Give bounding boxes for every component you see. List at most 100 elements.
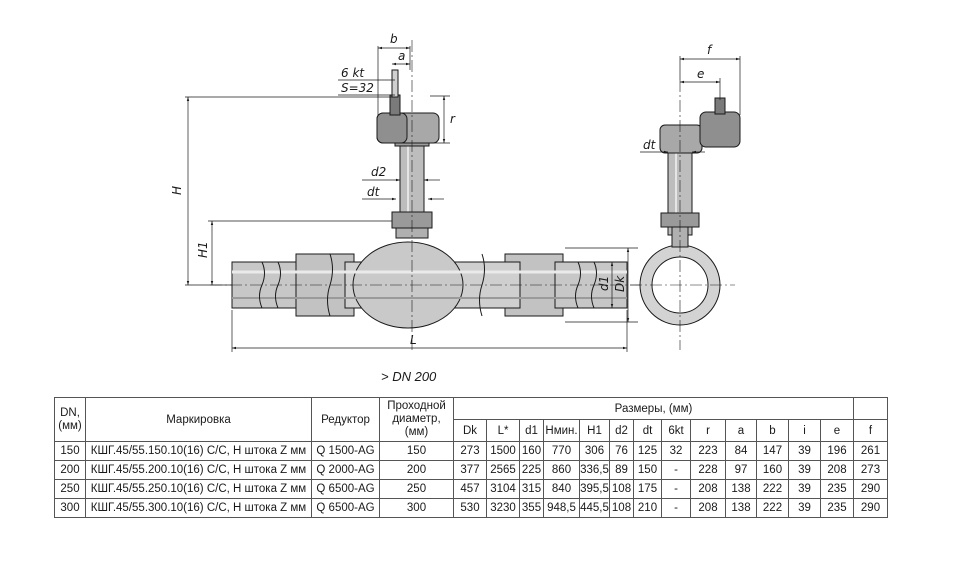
- cell-dim-12: 196: [820, 441, 854, 461]
- cell-dim-1: 3104: [486, 479, 520, 499]
- cell-dim-6: 210: [633, 498, 662, 518]
- cell-reducer: Q 6500-AG: [311, 498, 380, 518]
- cell-dn: 150: [54, 441, 86, 461]
- cell-marking: КШГ.45/55.250.10(16) С/С, Н штока Z мм: [85, 479, 312, 499]
- cell-dim-3: 770: [543, 441, 580, 461]
- cell-marking: КШГ.45/55.200.10(16) С/С, Н штока Z мм: [85, 460, 312, 480]
- cell-dim-7: -: [661, 479, 691, 499]
- cell-bore: 300: [379, 498, 454, 518]
- cell-dim-0: 530: [453, 498, 487, 518]
- table-row: 250 КШГ.45/55.250.10(16) С/С, Н штока Z м…: [54, 479, 888, 499]
- cell-reducer: Q 1500-AG: [311, 441, 380, 461]
- cell-dim-8: 208: [690, 498, 726, 518]
- side-dimension-labels: f e dt: [643, 43, 713, 152]
- cell-dim-10: 222: [756, 479, 789, 499]
- cell-dim-4: 445,5: [579, 498, 610, 518]
- cell-dim-5: 108: [609, 498, 634, 518]
- cell-dim-10: 147: [756, 441, 789, 461]
- header-row-1: DN, (мм) Маркировка Редуктор Проходной д…: [54, 397, 888, 442]
- dim-b: b: [390, 32, 398, 46]
- cell-dim-2: 355: [519, 498, 544, 518]
- header-reducer: Редуктор: [311, 397, 380, 442]
- dim-s32: S=32: [341, 81, 374, 95]
- cell-dim-13: 290: [853, 498, 888, 518]
- cell-dim-7: 32: [661, 441, 691, 461]
- cell-dim-3: 948,5: [543, 498, 580, 518]
- cell-dim-13: 273: [853, 460, 888, 480]
- header-marking: Маркировка: [85, 397, 312, 442]
- cell-dim-5: 76: [609, 441, 634, 461]
- cell-bore: 200: [379, 460, 454, 480]
- cell-reducer: Q 2000-AG: [311, 460, 380, 480]
- dim-d2: d2: [371, 165, 386, 179]
- header-dim-2: d1: [519, 419, 544, 442]
- dim-L: L: [410, 333, 417, 347]
- cell-dim-4: 336,5: [579, 460, 610, 480]
- cell-dim-0: 377: [453, 460, 487, 480]
- cell-reducer: Q 6500-AG: [311, 479, 380, 499]
- header-dim-5: d2: [609, 419, 634, 442]
- cell-dim-10: 160: [756, 460, 789, 480]
- dim-6kt: 6 kt: [341, 66, 365, 80]
- header-dim-11: i: [788, 419, 821, 442]
- front-dimensions: [185, 46, 638, 352]
- gearbox: [376, 69, 440, 144]
- cell-bore: 250: [379, 479, 454, 499]
- cell-dim-12: 235: [820, 479, 854, 499]
- cell-dim-8: 223: [690, 441, 726, 461]
- cell-dim-11: 39: [788, 441, 821, 461]
- cell-dim-6: 125: [633, 441, 662, 461]
- cell-dim-0: 273: [453, 441, 487, 461]
- cell-dim-0: 457: [453, 479, 487, 499]
- cell-dim-9: 84: [725, 441, 757, 461]
- cell-dim-10: 222: [756, 498, 789, 518]
- cell-marking: КШГ.45/55.150.10(16) С/С, Н штока Z мм: [85, 441, 312, 461]
- header-dim-7: 6kt: [661, 419, 691, 442]
- cell-dim-5: 108: [609, 479, 634, 499]
- header-dim-4: H1: [579, 419, 610, 442]
- cell-dim-11: 39: [788, 460, 821, 480]
- dim-d1: d1: [597, 276, 611, 291]
- header-dim-9: a: [725, 419, 757, 442]
- header-bore: Проходной диаметр, (мм): [379, 397, 454, 442]
- cell-dim-3: 860: [543, 460, 580, 480]
- cell-dn: 300: [54, 498, 86, 518]
- front-dimension-labels: b a 6 kt S=32 r H H1 d2 dt d1 Dk L: [170, 32, 627, 347]
- cell-dim-7: -: [661, 460, 691, 480]
- cell-dim-6: 150: [633, 460, 662, 480]
- cell-dim-11: 39: [788, 479, 821, 499]
- header-dim-1: L*: [486, 419, 520, 442]
- header-dim-6: dt: [633, 419, 662, 442]
- dim-Dk: Dk: [613, 275, 627, 292]
- header-dim-3: Hмин.: [543, 419, 580, 442]
- dim-H: H: [170, 186, 184, 195]
- header-dim-12: e: [820, 419, 854, 442]
- cell-dim-8: 228: [690, 460, 726, 480]
- cell-dim-4: 306: [579, 441, 610, 461]
- cell-dim-1: 1500: [486, 441, 520, 461]
- cell-dim-11: 39: [788, 498, 821, 518]
- header-dn: DN, (мм): [54, 397, 86, 442]
- dim-a: a: [398, 49, 405, 63]
- header-dim-8: r: [690, 419, 726, 442]
- cell-dim-2: 160: [519, 441, 544, 461]
- header-dim-0: Dk: [453, 419, 487, 442]
- cell-dim-2: 225: [519, 460, 544, 480]
- table-row: 200 КШГ.45/55.200.10(16) С/С, Н штока Z м…: [54, 460, 888, 480]
- cell-dim-4: 395,5: [579, 479, 610, 499]
- cell-dim-6: 175: [633, 479, 662, 499]
- cell-dim-5: 89: [609, 460, 634, 480]
- cell-dim-12: 235: [820, 498, 854, 518]
- cell-dim-8: 208: [690, 479, 726, 499]
- cell-dim-13: 261: [853, 441, 888, 461]
- cell-dim-9: 97: [725, 460, 757, 480]
- dim-H1: H1: [196, 241, 210, 258]
- header-dim-10: b: [756, 419, 789, 442]
- cell-dim-3: 840: [543, 479, 580, 499]
- dim-dt-side: dt: [643, 138, 657, 152]
- header-sizes: Размеры, (мм): [453, 397, 854, 420]
- cell-dim-13: 290: [853, 479, 888, 499]
